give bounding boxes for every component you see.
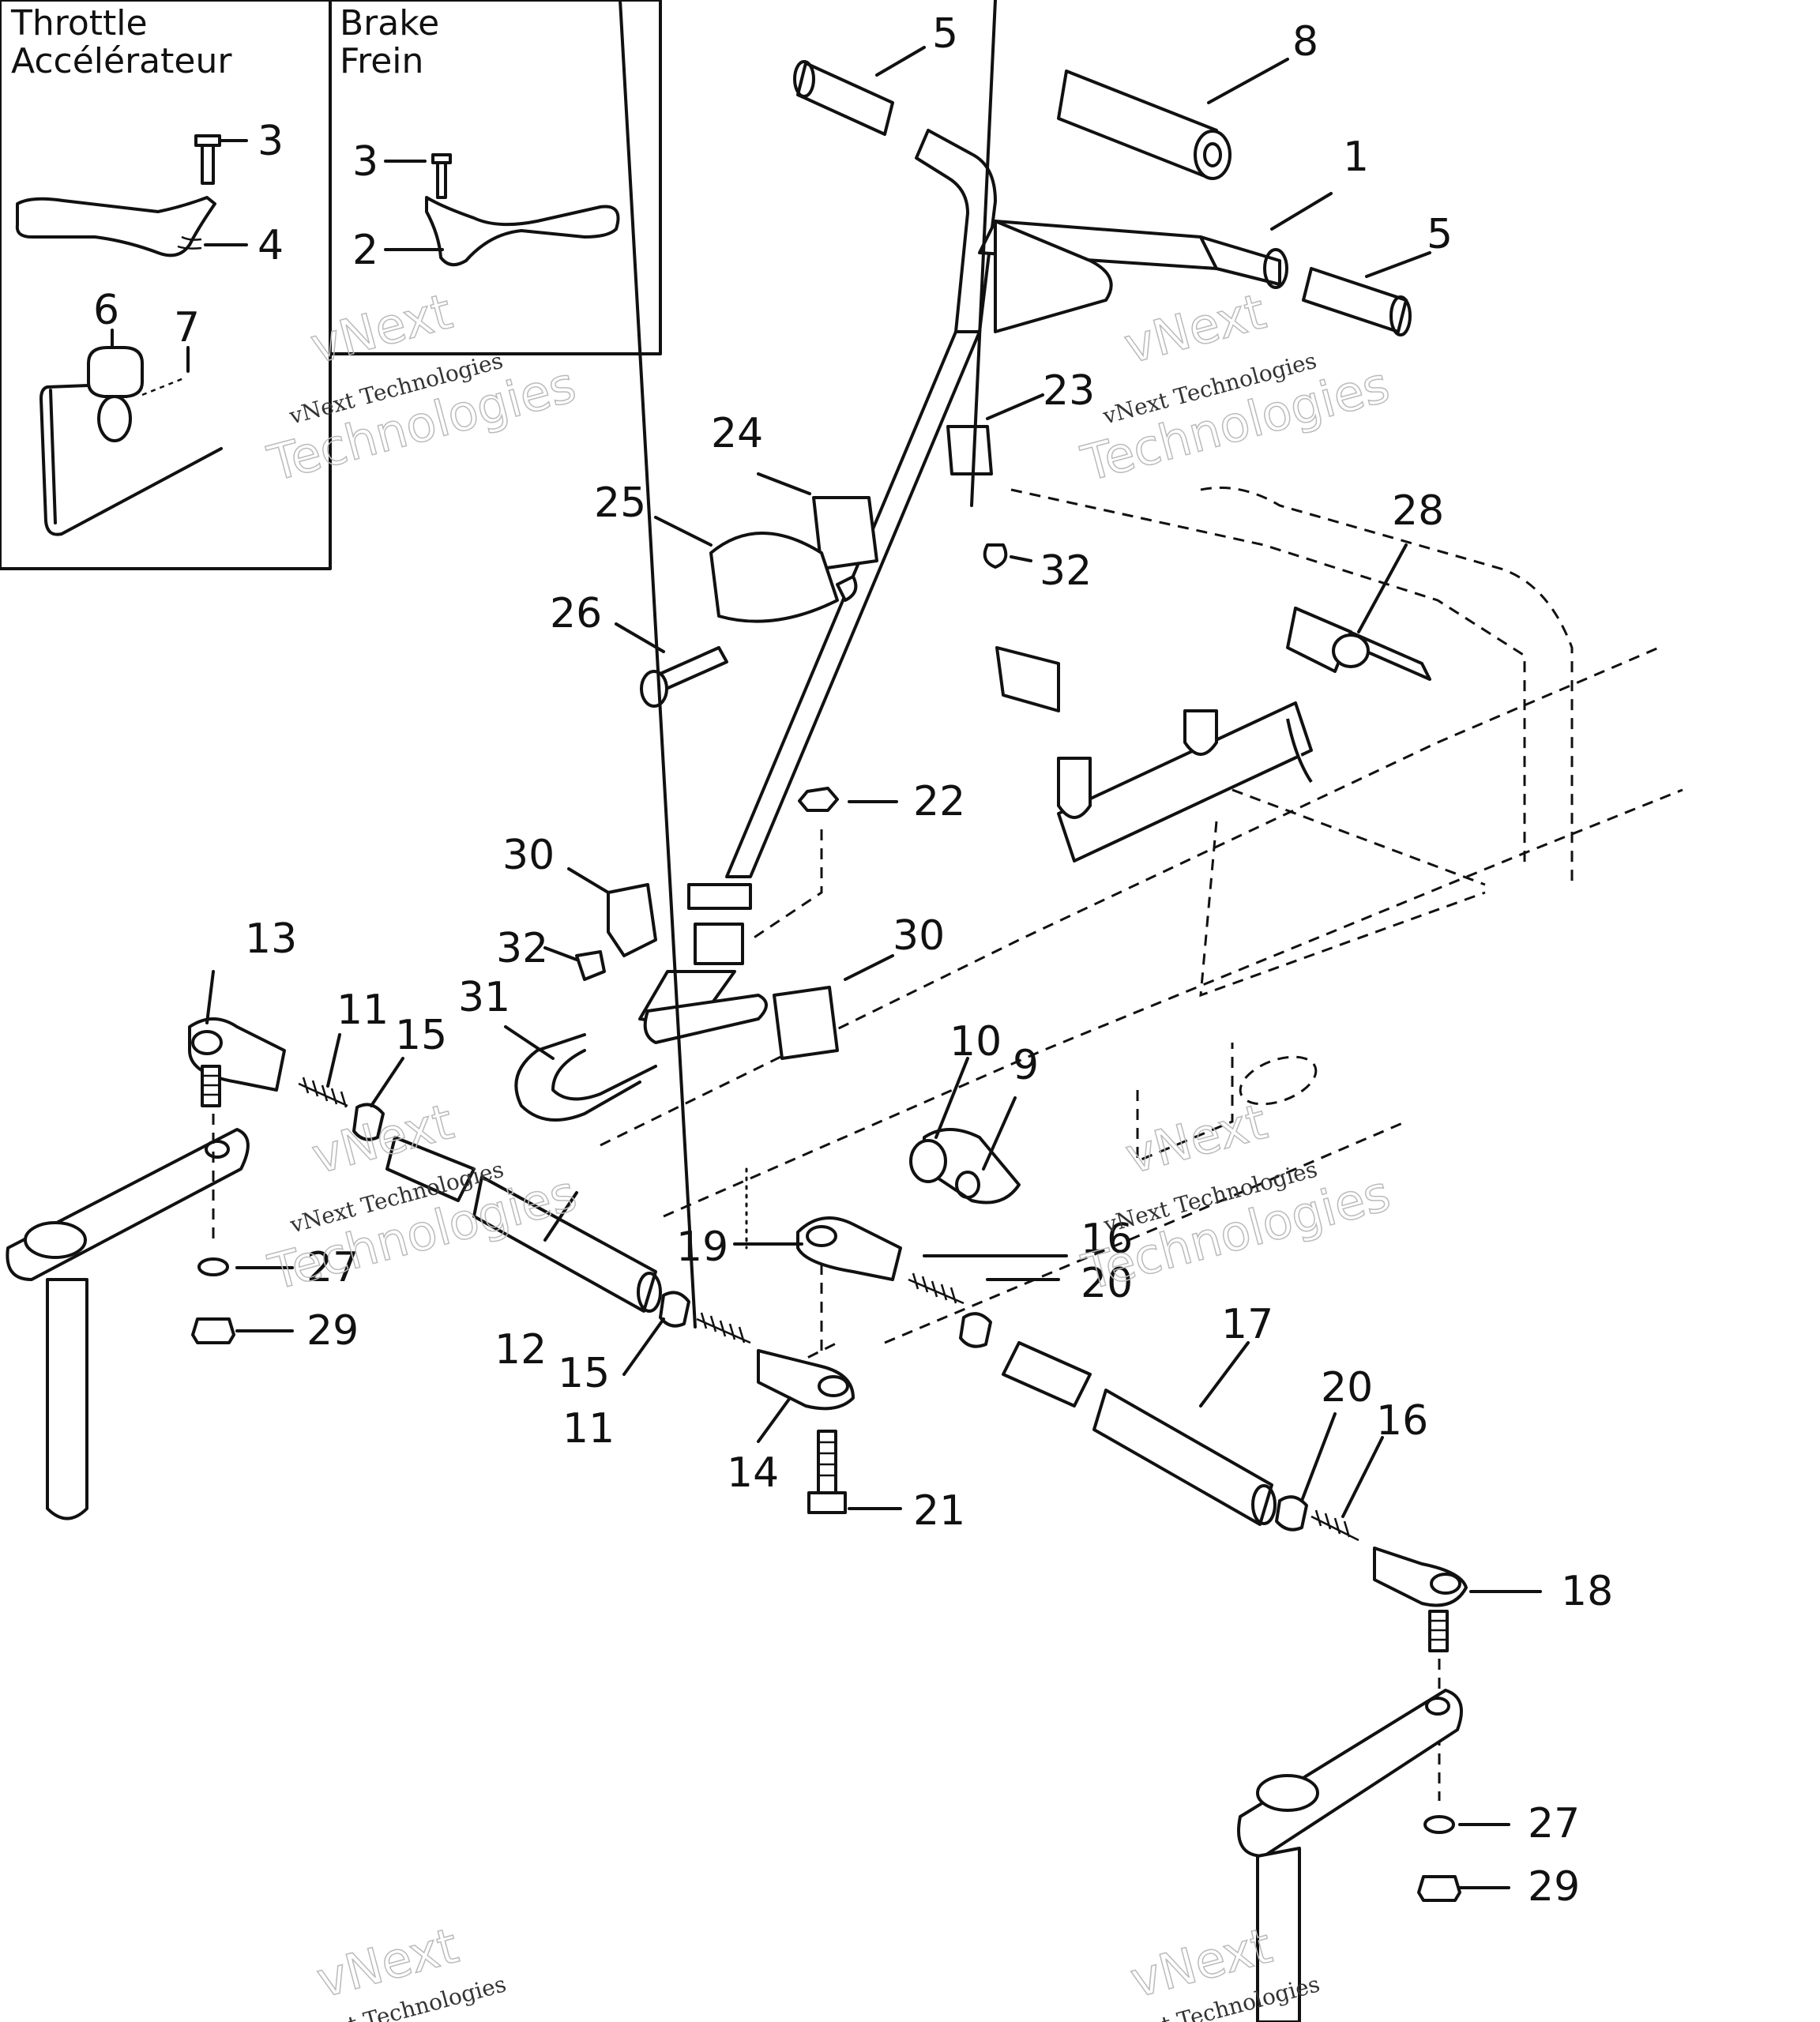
- throttle-lever-shape: [15, 196, 216, 257]
- callout-b2: 2: [352, 227, 378, 274]
- tie-rod-end-19: [796, 1216, 902, 1281]
- leader-lines: [205, 0, 1542, 1889]
- steering-arm: [643, 994, 768, 1044]
- column-clamps: [514, 425, 1021, 1205]
- callout-20a: 20: [1081, 1260, 1133, 1307]
- throttle-title-fr: Accélérateur: [11, 41, 232, 81]
- u-bolt-31: [514, 1033, 641, 1122]
- callout-32b: 32: [496, 925, 548, 972]
- callout-20b: 20: [1321, 1364, 1373, 1411]
- bolt-21: [817, 1430, 837, 1494]
- callout-15b: 15: [558, 1350, 610, 1397]
- throttle-inset: Throttle Accélérateur: [0, 0, 332, 570]
- grip-right: [1302, 267, 1408, 333]
- callout-26: 26: [550, 590, 602, 637]
- spindle-shaft-right: [1256, 1847, 1301, 2022]
- clamp-24: [812, 496, 878, 570]
- grip-cover-8: [1057, 70, 1218, 179]
- callout-t3: 3: [258, 118, 284, 165]
- callout-8: 8: [1292, 18, 1318, 66]
- throttle-bolt: [194, 134, 221, 185]
- clamp-30-upper: [607, 883, 657, 957]
- callout-t4: 4: [258, 222, 284, 269]
- callout-22: 22: [913, 778, 965, 825]
- right-spindle: [1002, 1341, 1468, 2022]
- spring-11-left: [298, 1077, 348, 1108]
- callout-29b: 29: [1528, 1863, 1580, 1911]
- callout-13: 13: [245, 915, 297, 963]
- nut-22: [798, 787, 839, 812]
- callout-31: 31: [458, 974, 510, 1021]
- callout-27a: 27: [306, 1244, 359, 1291]
- steering-handlebar: [638, 60, 1412, 1044]
- watermark-vnext-2: vNext: [1119, 282, 1272, 374]
- clamp-23: [946, 425, 993, 475]
- callout-t6: 6: [93, 287, 119, 334]
- callout-5a: 5: [932, 10, 958, 58]
- callout-32a: 32: [1040, 547, 1092, 595]
- throttle-bracket: [87, 346, 144, 398]
- callout-11a: 11: [337, 987, 389, 1034]
- callout-21: 21: [913, 1487, 965, 1535]
- brake-lever-shape: [425, 196, 620, 267]
- callout-5b: 5: [1427, 211, 1453, 258]
- clamp-25: [709, 532, 839, 623]
- throttle-title-en: Throttle: [10, 3, 148, 43]
- brake-title-fr: Frein: [340, 41, 423, 81]
- callout-30a: 30: [502, 832, 555, 879]
- callout-14: 14: [727, 1449, 779, 1497]
- callout-12: 12: [494, 1326, 547, 1374]
- callout-27b: 27: [1528, 1800, 1580, 1847]
- callout-t7: 7: [174, 304, 200, 351]
- callout-23: 23: [1043, 367, 1095, 415]
- brake-inset: Brake Frein: [329, 0, 662, 355]
- callout-19: 19: [676, 1223, 728, 1271]
- tie-rod-tube-17: [1092, 1389, 1273, 1526]
- plate-9-10: [923, 1128, 1021, 1205]
- callout-24: 24: [711, 410, 763, 457]
- callout-b3: 3: [352, 138, 378, 186]
- brake-pin: [431, 153, 452, 199]
- spindle-shaft-left: [46, 1278, 88, 1520]
- callout-28: 28: [1392, 487, 1444, 535]
- watermark-vnext-1: vNext: [305, 282, 458, 374]
- spindle-arm-right: [1237, 1689, 1463, 1858]
- callout-30b: 30: [893, 912, 945, 960]
- grip-left: [796, 62, 894, 136]
- brake-title-en: Brake: [340, 3, 439, 43]
- callout-16b: 16: [1376, 1397, 1428, 1445]
- tie-rod-end-18: [1373, 1547, 1468, 1607]
- callout-1: 1: [1343, 133, 1369, 181]
- watermark-vnext-4: vNext: [1119, 1092, 1273, 1185]
- left-spindle: [6, 1017, 751, 1520]
- tie-rod-end-14: [757, 1349, 855, 1411]
- callout-11b: 11: [562, 1405, 615, 1453]
- bushing-28: [1332, 633, 1370, 668]
- tie-rod-tube-12: [472, 1175, 657, 1313]
- callout-10: 10: [949, 1018, 1002, 1065]
- callout-18: 18: [1561, 1568, 1613, 1615]
- callout-16a: 16: [1081, 1216, 1133, 1263]
- clamp-30-lower: [773, 986, 839, 1060]
- callout-25: 25: [594, 479, 646, 527]
- frame-outline: [600, 487, 1683, 1376]
- callout-labels: 3 4 6 7 3 2 5 8 1 5 23 24 25 32 28 26 22…: [93, 10, 1613, 1911]
- callout-29a: 29: [306, 1307, 359, 1355]
- callout-17: 17: [1221, 1301, 1273, 1348]
- throttle-cable: [39, 384, 223, 536]
- callout-9: 9: [1013, 1042, 1039, 1089]
- center-joints: [757, 1216, 992, 1514]
- callout-15a: 15: [395, 1012, 447, 1059]
